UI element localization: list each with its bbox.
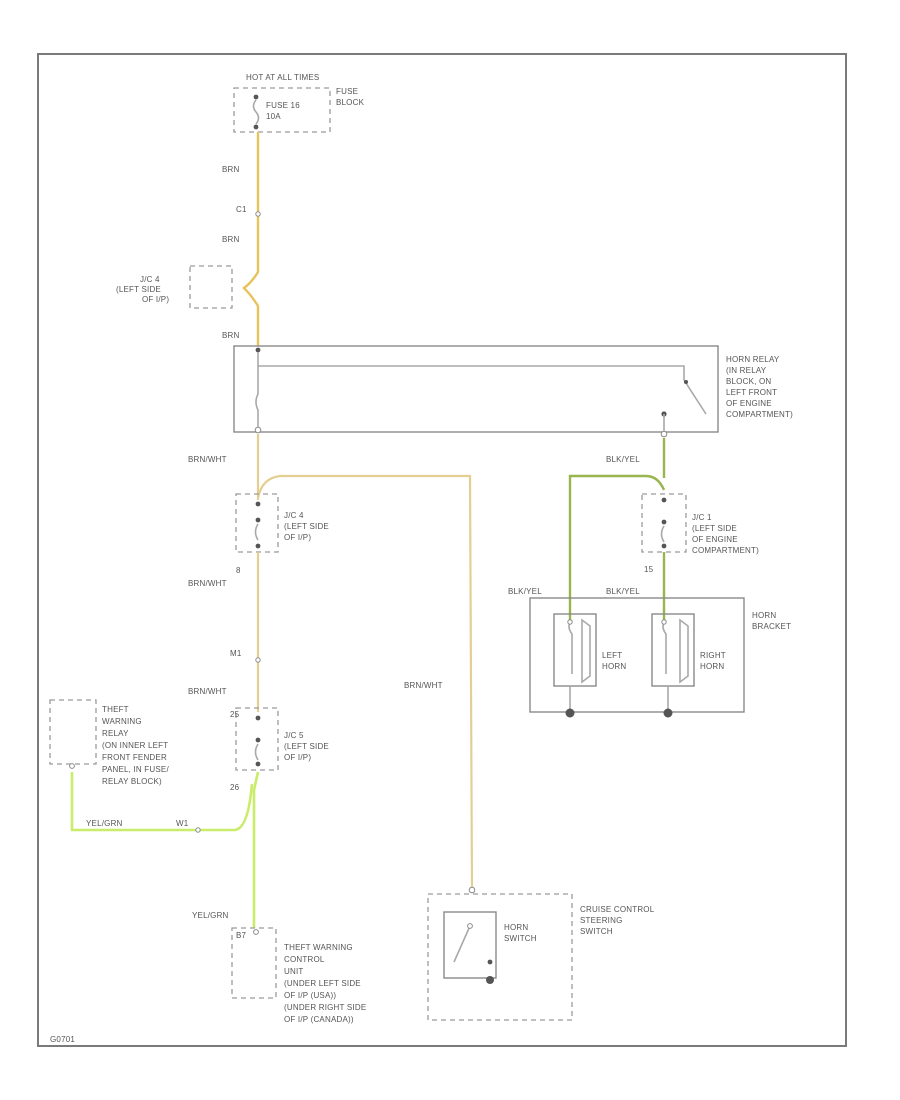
jc4-lower-node-2 [255,517,261,523]
wire-label-brn-2: BRN [222,235,240,244]
connector-label-w1: W1 [176,819,189,828]
connector-c1-pin [255,211,261,217]
pin-26-label: 26 [230,783,240,792]
jc1-outline [641,493,687,553]
wire-label-blk-yel-2: BLK/YEL [508,587,542,596]
wire-label-brn-wht-4: BRN/WHT [188,687,227,696]
jc5-node-1 [255,715,261,721]
horn-relay-box [233,345,719,433]
jc1-node-1 [661,497,667,503]
wire-label-yel-grn-1: YEL/GRN [86,819,123,828]
horn-switch-contact [487,959,493,965]
wire-label-blk-yel-3: BLK/YEL [606,587,640,596]
fuse-bottom-terminal [253,124,259,130]
horn-switch-ground [486,976,494,984]
relay-switch-arm [683,379,707,415]
relay-contact-wire [258,365,685,380]
jc4-lower-node-1 [255,501,261,507]
relay-terminal-1 [255,347,261,353]
right-horn [651,613,695,687]
connector-m1-pin [255,657,261,663]
jc5-outline [235,707,279,771]
footer-code: G0701 [50,1035,75,1044]
pin-15-label: 15 [644,565,654,574]
relay-pivot-point [684,380,688,384]
relay-terminal-3 [660,430,668,438]
wire-label-blk-yel-1: BLK/YEL [606,455,640,464]
theft-control-terminal [253,929,259,935]
theft-relay-terminal [69,763,75,769]
wire-label-brn-1: BRN [222,165,240,174]
hot-at-all-times-label: HOT AT ALL TIMES [246,73,319,82]
horn-switch-arm [453,925,471,963]
fuse-symbol [252,99,260,125]
pin-b7-label: B7 [236,931,247,940]
fuse-top-terminal [253,94,259,100]
pin-8-label: 8 [236,566,241,575]
wire-label-yel-grn-2: YEL/GRN [192,911,229,920]
jc5-link [254,743,259,761]
jc1-node-2 [661,519,667,525]
wire-brn-wht-to-horn-switch [256,474,474,891]
jc1-link [660,525,665,543]
horn-switch-terminal [468,886,476,894]
left-horn-ground [565,708,575,718]
wire-yel-grn-jc5-to-control-unit [252,771,260,928]
jc5-node-3 [255,761,261,767]
jc1-node-3 [661,543,667,549]
theft-warning-relay-outline [49,699,97,765]
horn-bracket-box [529,597,745,713]
wire-label-brn-wht-2: BRN/WHT [404,681,443,690]
horn-switch-pivot [467,923,473,929]
connector-label-m1: M1 [230,649,242,658]
jc4-lower-link [254,523,259,541]
wire-yel-grn-relay-to-jc5 [70,772,254,832]
wire-brn-fuse-to-relay [242,132,260,346]
jc4-upper-outline [189,265,233,309]
wire-blk-yel-to-left-horn [568,474,666,620]
left-horn [553,613,597,687]
pin-25-label: 25 [230,710,240,719]
jc5-node-2 [255,737,261,743]
wire-label-brn-wht-3: BRN/WHT [188,579,227,588]
theft-control-unit-outline [231,927,277,999]
wire-label-brn-wht-1: BRN/WHT [188,455,227,464]
diagram-frame [37,53,847,1047]
connector-label-c1: C1 [236,205,247,214]
connector-w1-pin [195,827,201,833]
right-horn-ground [663,708,673,718]
relay-terminal-2 [254,426,262,434]
horn-switch-box [443,911,497,979]
fuse-block-outline [233,87,331,133]
jc4-lower-node-3 [255,543,261,549]
wire-label-brn-3: BRN [222,331,240,340]
relay-coil-wire [255,352,259,428]
cruise-control-switch-outline [427,893,573,1021]
